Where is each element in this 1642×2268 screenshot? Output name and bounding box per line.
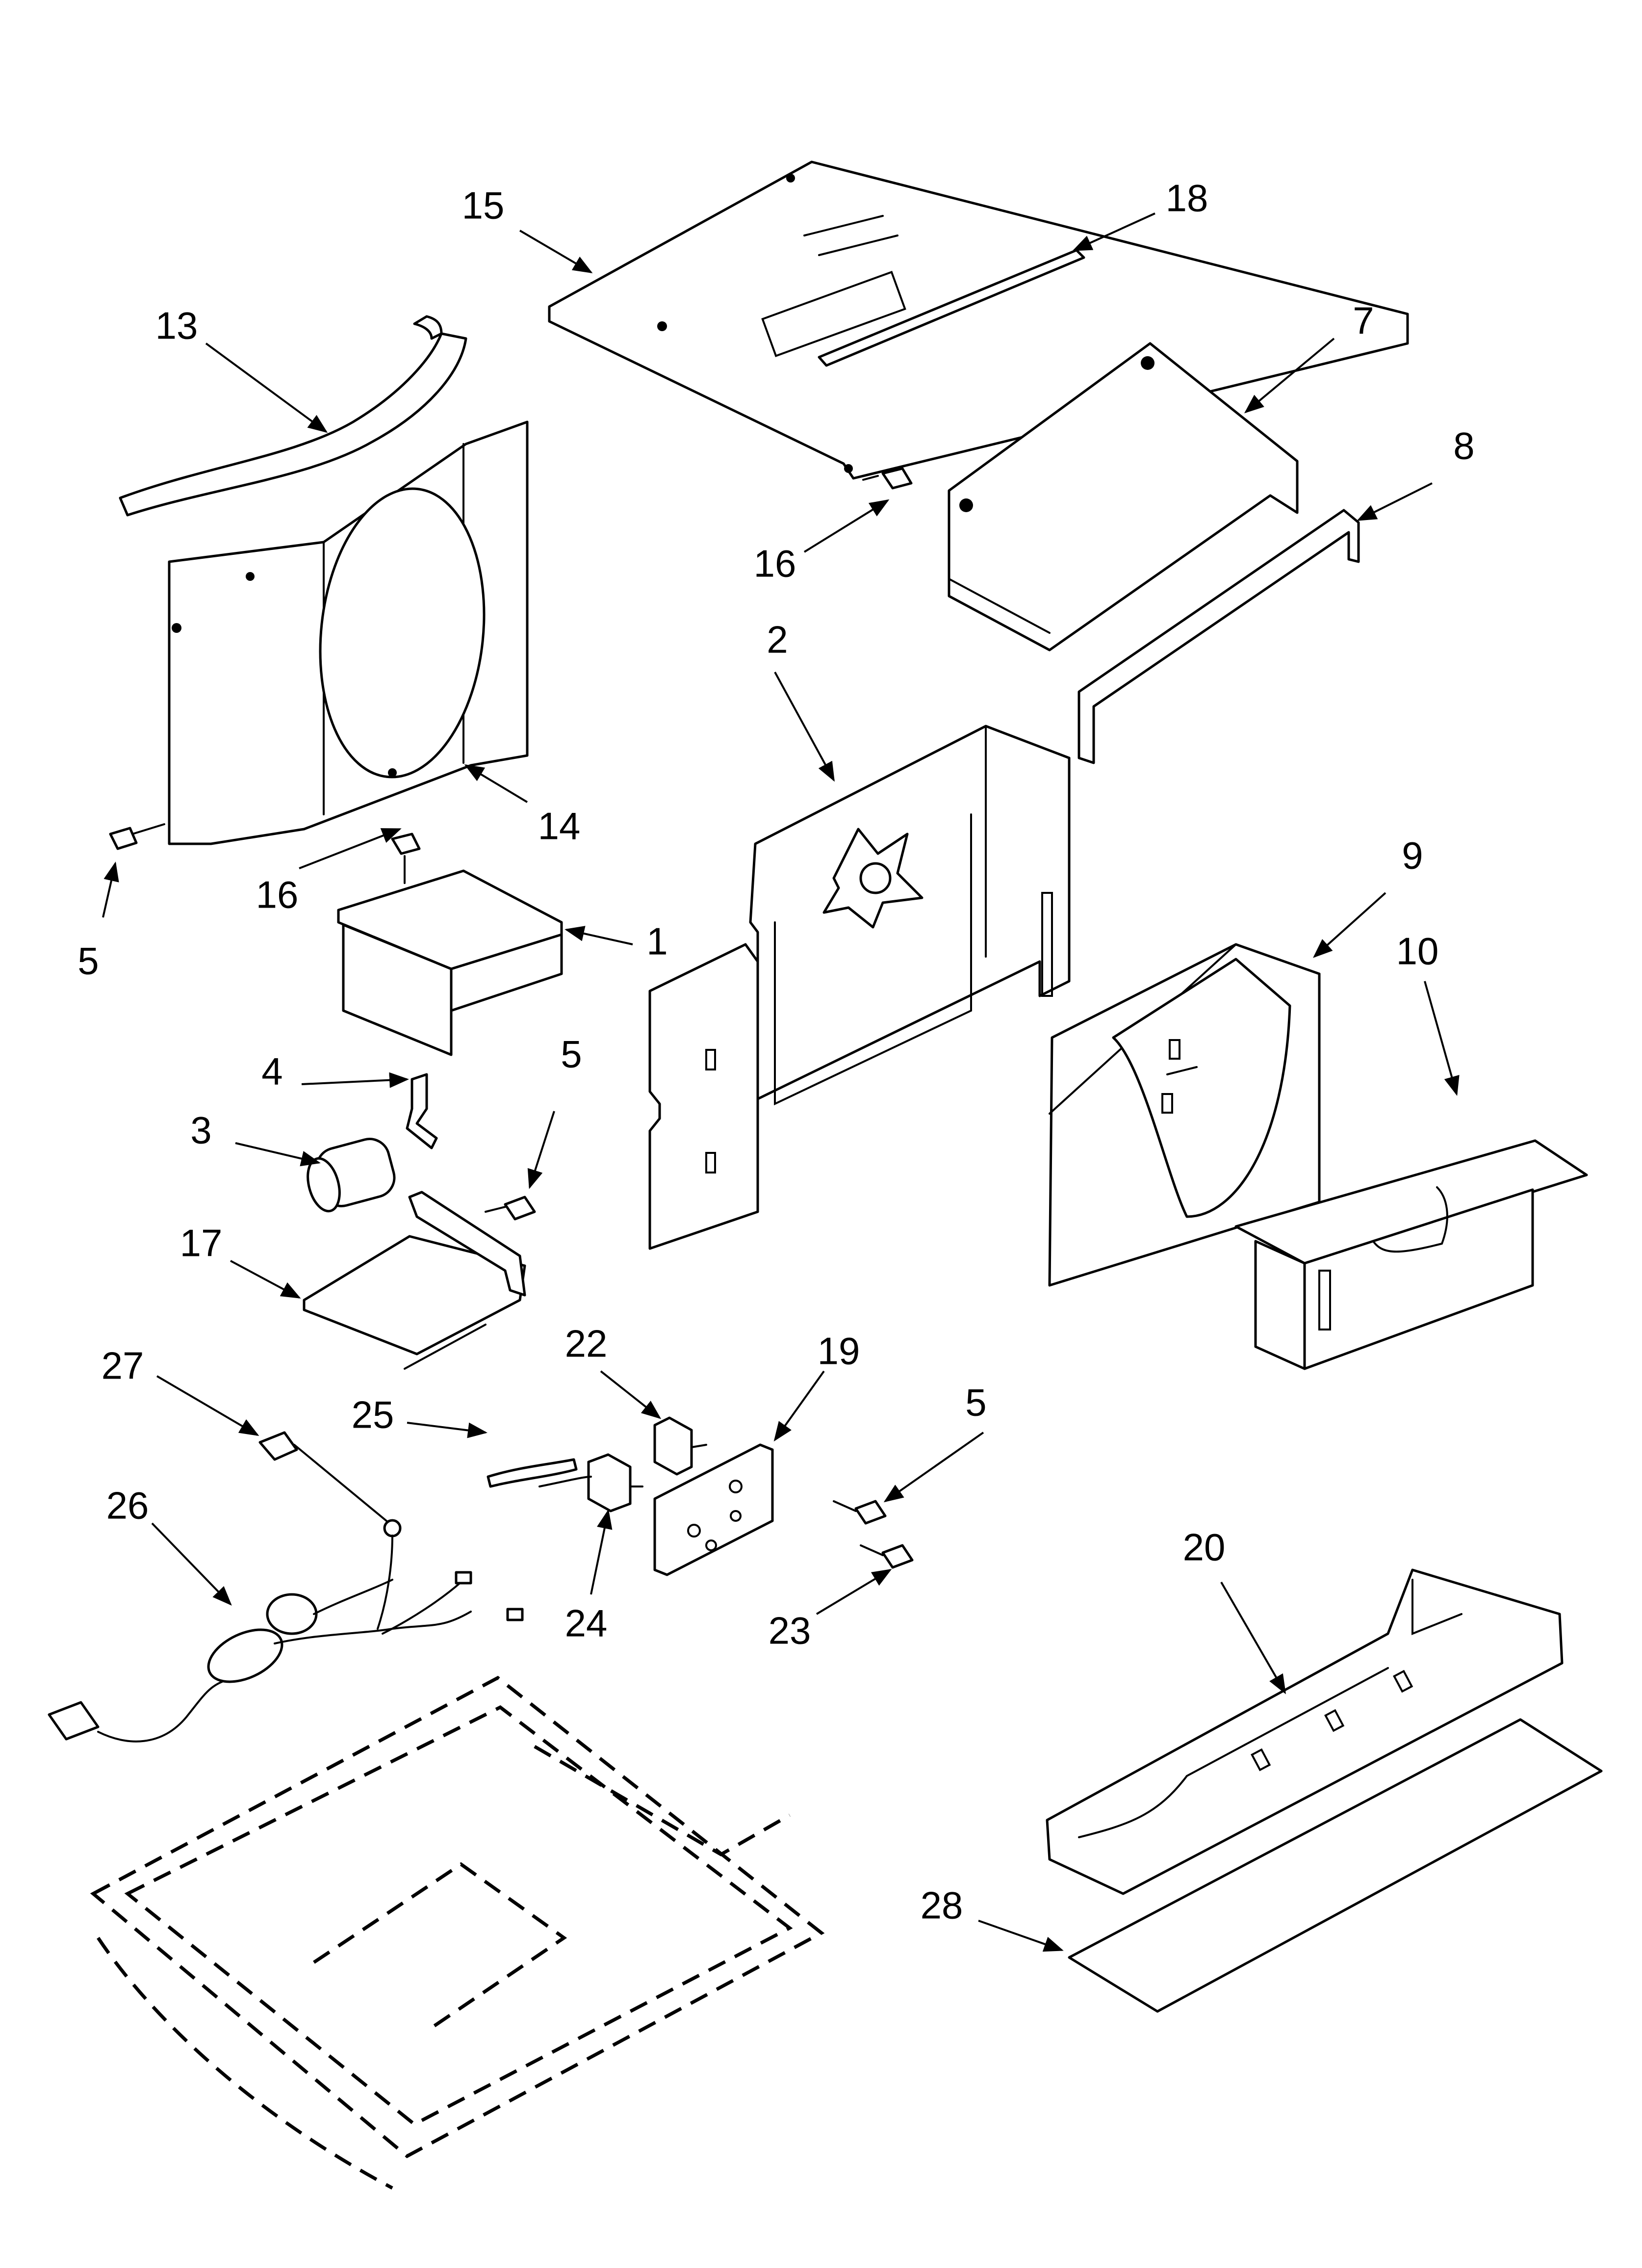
callout-5-left: 5 <box>77 939 99 983</box>
part-clamp <box>406 1073 438 1149</box>
part-screw-plate <box>833 1500 887 1525</box>
part-gasket-strip-right <box>1078 509 1360 764</box>
callout-16-top: 16 <box>754 542 796 585</box>
callout-labels: 15 18 13 7 8 16 2 14 16 9 10 1 5 4 5 3 1… <box>77 177 1474 1927</box>
part-orifice-panel <box>1234 1139 1588 1370</box>
part-fan-shroud <box>168 420 529 845</box>
callout-5-clamp: 5 <box>561 1033 582 1076</box>
part-drain-pan <box>1046 1568 1564 1895</box>
callout-7: 7 <box>1353 299 1374 342</box>
callout-17: 17 <box>180 1222 223 1265</box>
part-curved-gasket <box>119 315 467 517</box>
leader-lines <box>102 212 1460 1952</box>
callout-19: 19 <box>818 1330 860 1373</box>
callout-2: 2 <box>767 618 788 661</box>
part-power-cord <box>48 1519 524 1743</box>
part-gasket-strip-top <box>818 249 1085 367</box>
part-mounting-plate <box>653 1443 774 1576</box>
part-ground-screw <box>258 1431 393 1527</box>
callout-14: 14 <box>538 805 581 848</box>
callout-5-plate: 5 <box>965 1381 986 1424</box>
callout-15: 15 <box>462 184 505 227</box>
callout-10: 10 <box>1396 930 1439 973</box>
part-top-cover <box>548 160 1409 480</box>
part-screw-23 <box>860 1544 914 1569</box>
part-screw-clamp <box>485 1196 536 1221</box>
callout-3: 3 <box>190 1109 211 1152</box>
callout-25: 25 <box>352 1393 394 1436</box>
callout-24: 24 <box>565 1602 608 1645</box>
callout-27: 27 <box>102 1344 144 1387</box>
callout-1: 1 <box>646 920 667 963</box>
part-switch-22 <box>653 1416 707 1476</box>
part-filter <box>1068 1718 1603 2013</box>
part-screw-bracket <box>391 833 421 884</box>
part-screw-left <box>109 823 165 850</box>
part-control-box <box>337 869 563 1056</box>
part-capacitor-bracket <box>303 1191 526 1370</box>
callout-4: 4 <box>261 1050 282 1093</box>
callout-16-bracket: 16 <box>256 873 299 916</box>
callout-9: 9 <box>1402 834 1423 877</box>
callout-8: 8 <box>1453 424 1474 468</box>
callout-13: 13 <box>155 304 198 347</box>
part-blower-housing <box>1048 943 1321 1287</box>
part-screw-top <box>862 467 913 490</box>
part-switch-24 <box>539 1453 643 1512</box>
callout-28: 28 <box>921 1884 963 1927</box>
part-base-pan <box>90 1675 825 2190</box>
callout-18: 18 <box>1166 177 1208 220</box>
part-tube <box>487 1458 578 1488</box>
part-top-box <box>948 342 1299 652</box>
callout-23: 23 <box>769 1609 811 1652</box>
callout-22: 22 <box>565 1322 608 1365</box>
callout-20: 20 <box>1183 1526 1226 1569</box>
callout-26: 26 <box>106 1484 149 1527</box>
part-capacitor <box>307 1138 396 1213</box>
part-partition-panel <box>648 725 1071 1250</box>
